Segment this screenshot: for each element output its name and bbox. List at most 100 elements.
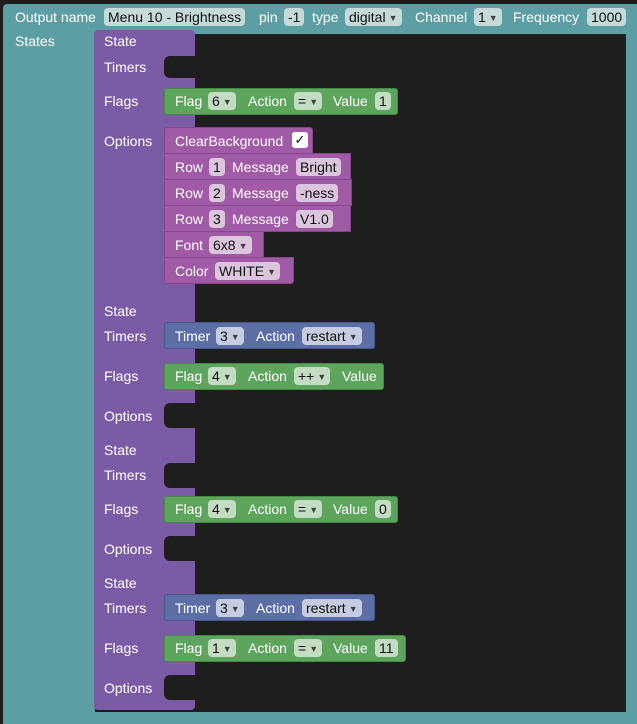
- message-label: Message: [232, 159, 289, 175]
- flag-label: Flag: [175, 93, 203, 109]
- type-label: type: [312, 9, 339, 25]
- dropdown-arrow-icon: ▼: [309, 644, 319, 655]
- color-dropdown[interactable]: WHITE▼: [215, 262, 281, 280]
- options-label: Options: [104, 541, 153, 557]
- flag-dropdown[interactable]: 4▼: [208, 367, 236, 385]
- output-block-right-edge: [626, 30, 637, 724]
- timers-label: Timers: [104, 600, 147, 616]
- value-label: Value: [333, 93, 368, 109]
- timers-slot-3: [164, 463, 195, 488]
- action-dropdown-value: =: [298, 93, 307, 109]
- flag-label: Flag: [175, 501, 203, 517]
- flag-dropdown[interactable]: 4▼: [208, 500, 236, 518]
- timer-dropdown-value: 3: [220, 600, 228, 616]
- type-dropdown-value: digital: [349, 9, 386, 25]
- message-label: Message: [232, 185, 289, 201]
- value-label: Value: [333, 640, 368, 656]
- action-dropdown[interactable]: ++▼: [294, 367, 331, 385]
- flag-block[interactable]: [164, 363, 384, 390]
- state-label: State: [104, 442, 137, 458]
- action-label: Action: [256, 600, 295, 616]
- message-label: Message: [232, 211, 289, 227]
- dropdown-arrow-icon: ▼: [230, 332, 240, 343]
- dropdown-arrow-icon: ▼: [267, 267, 277, 278]
- dropdown-arrow-icon: ▼: [222, 644, 232, 655]
- flag-dropdown[interactable]: 6▼: [208, 92, 236, 110]
- output-block-left-column: [3, 30, 95, 724]
- output-name-field[interactable]: Menu 10 - Brightness: [104, 8, 246, 26]
- options-slot-2: [164, 403, 195, 428]
- timer-dropdown[interactable]: 3▼: [216, 599, 244, 617]
- dropdown-arrow-icon: ▼: [348, 604, 358, 615]
- font-dropdown[interactable]: 6x8▼: [209, 236, 252, 254]
- row-field[interactable]: 1: [209, 158, 225, 176]
- dropdown-arrow-icon: ▼: [309, 97, 319, 108]
- timers-slot-1: [164, 56, 195, 78]
- row-label: Row: [175, 185, 204, 201]
- flag-block[interactable]: [164, 635, 406, 662]
- clear-background-checkbox[interactable]: ✓: [292, 132, 308, 148]
- value-field[interactable]: 0: [375, 500, 391, 518]
- dropdown-arrow-icon: ▼: [222, 505, 232, 516]
- dropdown-arrow-icon: ▼: [388, 13, 398, 24]
- channel-dropdown-value: 1: [478, 9, 486, 25]
- flags-label: Flags: [104, 93, 139, 109]
- pin-field[interactable]: -1: [284, 8, 305, 26]
- row-label: Row: [175, 211, 204, 227]
- timer-dropdown-value: 3: [220, 328, 228, 344]
- flag-block[interactable]: [164, 88, 398, 115]
- flag-dropdown[interactable]: 1▼: [208, 639, 236, 657]
- value-field[interactable]: 1: [375, 92, 391, 110]
- row-field[interactable]: 3: [209, 210, 225, 228]
- type-dropdown[interactable]: digital▼: [345, 8, 402, 26]
- dropdown-arrow-icon: ▼: [222, 97, 232, 108]
- options-slot-4: [164, 675, 195, 700]
- flag-label: Flag: [175, 640, 203, 656]
- timer-label: Timer: [175, 600, 211, 616]
- timer-label: Timer: [175, 328, 211, 344]
- action-label: Action: [256, 328, 295, 344]
- dropdown-arrow-icon: ▼: [488, 13, 498, 24]
- action-label: Action: [248, 93, 287, 109]
- pin-label: pin: [259, 9, 278, 25]
- row-field[interactable]: 2: [209, 184, 225, 202]
- flag-label: Flag: [175, 368, 203, 384]
- dropdown-arrow-icon: ▼: [317, 372, 327, 383]
- timers-label: Timers: [104, 467, 147, 483]
- dropdown-arrow-icon: ▼: [238, 241, 248, 252]
- color-dropdown-value: WHITE: [219, 263, 265, 279]
- state-label: State: [104, 303, 137, 319]
- value-label: Value: [333, 501, 368, 517]
- value-label: Value: [342, 368, 377, 384]
- action-dropdown[interactable]: =▼: [294, 500, 323, 518]
- options-label: Options: [104, 133, 153, 149]
- output-name-label: Output name: [15, 9, 96, 25]
- font-dropdown-value: 6x8: [213, 237, 236, 253]
- color-label: Color: [175, 263, 209, 279]
- action-dropdown[interactable]: restart▼: [302, 599, 362, 617]
- options-label: Options: [104, 680, 153, 696]
- state-label: State: [104, 33, 137, 49]
- state-label: State: [104, 575, 137, 591]
- message-field[interactable]: -ness: [296, 184, 339, 202]
- action-dropdown-value: ++: [298, 368, 315, 384]
- message-field[interactable]: Bright: [296, 158, 341, 176]
- dropdown-arrow-icon: ▼: [222, 372, 232, 383]
- action-dropdown[interactable]: =▼: [294, 639, 323, 657]
- flags-label: Flags: [104, 368, 139, 384]
- timers-label: Timers: [104, 328, 147, 344]
- timer-dropdown[interactable]: 3▼: [216, 327, 244, 345]
- states-label: States: [15, 33, 55, 49]
- action-dropdown-value: =: [298, 501, 307, 517]
- channel-dropdown[interactable]: 1▼: [474, 8, 502, 26]
- font-label: Font: [175, 237, 204, 253]
- dropdown-arrow-icon: ▼: [309, 505, 319, 516]
- action-dropdown[interactable]: restart▼: [302, 327, 362, 345]
- message-field[interactable]: V1.0: [296, 210, 333, 228]
- options-label: Options: [104, 408, 153, 424]
- frequency-field[interactable]: 1000: [587, 8, 627, 26]
- flag-block[interactable]: [164, 496, 398, 523]
- action-dropdown[interactable]: =▼: [294, 92, 323, 110]
- dropdown-arrow-icon: ▼: [348, 332, 358, 343]
- value-field[interactable]: 11: [375, 639, 398, 657]
